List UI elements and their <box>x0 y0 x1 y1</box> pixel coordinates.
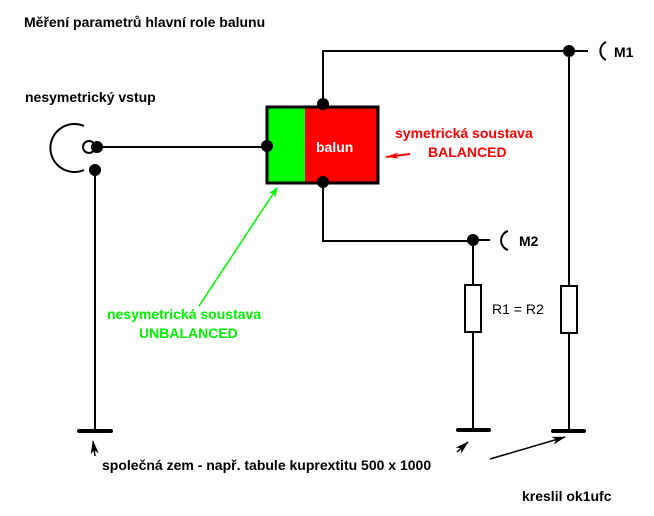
author-credit: kreslil ok1ufc <box>522 488 612 504</box>
balun-block: balun <box>265 105 380 185</box>
diagram-title: Měření parametrů hlavní role balunu <box>24 14 265 30</box>
ground-arrow-left <box>90 440 99 457</box>
resistor-equality-label: R1 = R2 <box>492 301 544 317</box>
unbalanced-note-line2: UNBALANCED <box>139 325 238 341</box>
balanced-top-wire <box>322 50 570 104</box>
balun-input-terminal <box>261 140 273 152</box>
resistor-r2 <box>560 285 578 334</box>
balun-label: balun <box>316 139 353 155</box>
ground-arrow-middle <box>455 441 469 454</box>
balanced-note-line1: symetrická soustava <box>395 125 533 141</box>
unbalanced-arrow <box>198 187 278 307</box>
resistor-r1 <box>464 284 482 333</box>
ground-note: společná zem - např. tabule kuprextitu 5… <box>102 457 431 473</box>
m2-probe-icon <box>500 230 509 251</box>
m1-label: M1 <box>614 44 634 60</box>
unbalanced-note-line1: nesymetrická soustava <box>107 306 261 322</box>
balanced-note-line2: BALANCED <box>428 144 507 160</box>
balanced-arrow <box>385 152 411 159</box>
ground-arrow-right <box>489 436 566 460</box>
m1-probe-icon <box>599 41 607 61</box>
balun-balanced-side <box>305 107 378 183</box>
balanced-bottom-wire <box>322 182 473 242</box>
input-label: nesymetrický vstup <box>25 89 156 105</box>
balun-unbalanced-side <box>267 107 305 183</box>
m2-label: M2 <box>519 233 539 249</box>
